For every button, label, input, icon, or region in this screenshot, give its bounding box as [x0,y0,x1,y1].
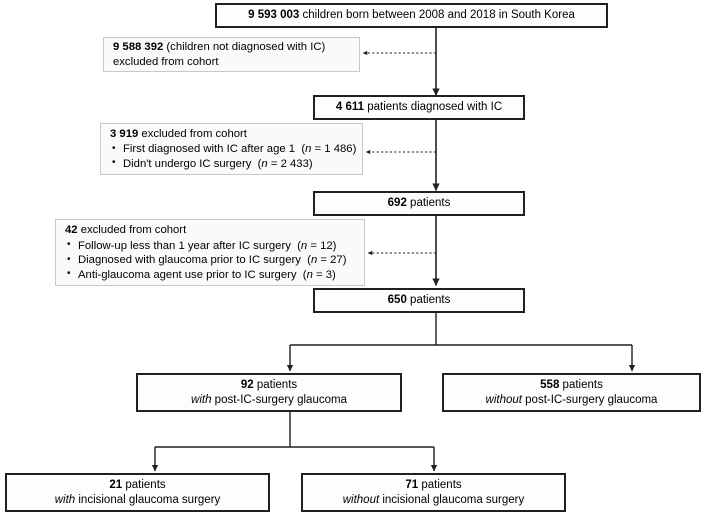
excluded-42-reason-list: Follow-up less than 1 year after IC surg… [65,238,356,283]
patients-692-count: 692 [387,197,407,209]
node-diagnosed-ic: 4 611 patients diagnosed with IC [313,95,525,120]
node-patients-650: 650 patients [313,288,525,313]
excluded-42-title-text: excluded from cohort [80,224,187,236]
patients-692-text: patients [410,197,451,209]
without-surgery-qualifier: without [342,493,380,506]
with-surgery-count: 21 [109,478,123,491]
node-patients-692: 692 patients [313,191,525,216]
cohort-source-count: 9 593 003 [248,9,300,21]
excluded-not-ic-text-line2: excluded from cohort [113,55,219,68]
without-glaucoma-qualifier: without [485,393,522,406]
diagnosed-ic-count: 4 611 [335,101,365,113]
node-excluded-3919: 3 919 excluded from cohort First diagnos… [100,123,363,175]
excluded-3919-reason-list: First diagnosed with IC after age 1 (n =… [110,142,356,172]
with-glaucoma-count: 92 [240,378,254,391]
patients-650-text: patients [410,294,451,306]
without-surgery-text: patients [421,478,462,491]
without-surgery-qualifier-rest: incisional glaucoma surgery [382,493,525,506]
cohort-source-text: children born between 2008 and 2018 in S… [302,9,575,21]
node-excluded-not-ic: 9 588 392 (children not diagnosed with I… [103,37,360,72]
with-surgery-qualifier-rest: incisional glaucoma surgery [78,493,221,506]
with-surgery-qualifier: with [54,493,76,506]
node-without-surgery: 71 patients without incisional glaucoma … [301,473,566,512]
node-excluded-42: 42 excluded from cohort Follow-up less t… [55,219,365,286]
diagnosed-ic-text: patients diagnosed with IC [367,101,503,113]
list-item: Anti-glaucoma agent use prior to IC surg… [65,267,356,283]
patients-650-count: 650 [387,294,407,306]
with-glaucoma-text: patients [256,378,298,391]
list-item: Didn't undergo IC surgery (n = 2 433) [110,156,354,172]
excluded-3919-count: 3 919 [110,127,139,140]
without-surgery-count: 71 [405,478,419,491]
excluded-3919-title-text: excluded from cohort [141,127,247,140]
with-glaucoma-qualifier: with [191,393,212,406]
node-without-glaucoma: 558 patients without post-IC-surgery gla… [442,373,701,412]
excluded-42-count: 42 [65,224,78,236]
with-glaucoma-qualifier-rest: post-IC-surgery glaucoma [214,393,347,406]
with-surgery-text: patients [125,478,166,491]
list-item: Follow-up less than 1 year after IC surg… [65,238,356,254]
node-with-glaucoma: 92 patients with post-IC-surgery glaucom… [136,373,402,412]
excluded-not-ic-count: 9 588 392 [113,41,164,53]
list-item: Diagnosed with glaucoma prior to IC surg… [65,253,356,268]
list-item: First diagnosed with IC after age 1 (n =… [110,142,356,157]
without-glaucoma-count: 558 [540,378,560,391]
node-with-surgery: 21 patients with incisional glaucoma sur… [5,473,270,512]
without-glaucoma-qualifier-rest: post-IC-surgery glaucoma [525,393,658,406]
excluded-not-ic-text: (children not diagnosed with IC) [166,41,326,53]
without-glaucoma-text: patients [562,378,603,391]
node-cohort-source: 9 593 003 children born between 2008 and… [215,3,608,28]
